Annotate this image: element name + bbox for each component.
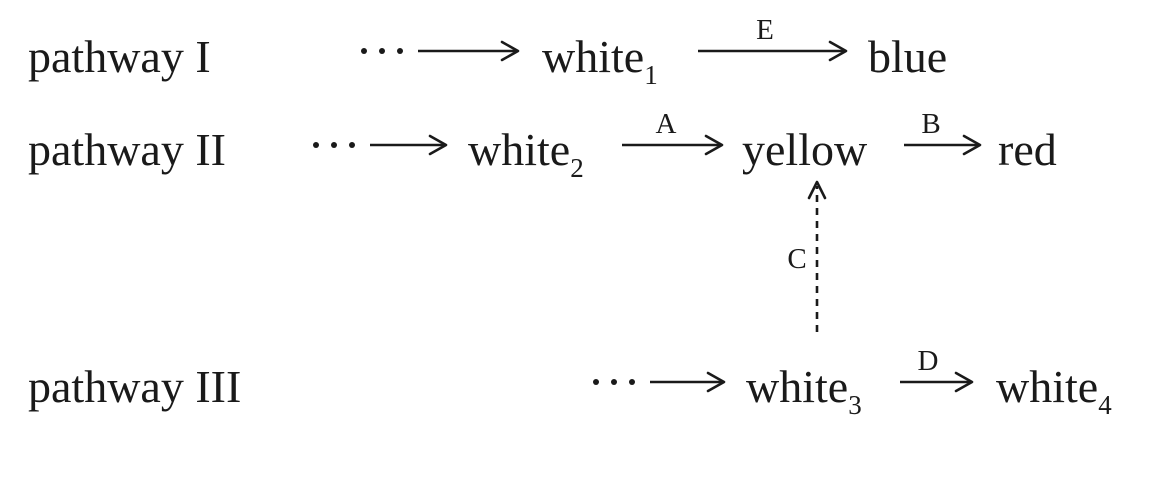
arrow-to-white2	[370, 134, 448, 156]
node-white1: white1	[542, 31, 658, 90]
enzyme-label-b: B	[921, 108, 940, 140]
arrow-a	[622, 134, 724, 156]
ellipsis-dot	[629, 379, 635, 385]
arrow-to-white1	[418, 40, 520, 62]
pathway-label-3: pathway III	[28, 361, 241, 412]
ellipsis-dot	[397, 48, 403, 54]
ellipsis-dot	[349, 142, 355, 148]
ellipsis-dot	[379, 48, 385, 54]
ellipsis-dot	[611, 379, 617, 385]
pathway-label-1: pathway I	[28, 31, 211, 82]
arrow-d	[900, 371, 974, 393]
enzyme-label-a: A	[656, 108, 677, 140]
arrow-e	[698, 40, 848, 62]
node-white2: white2	[468, 124, 584, 183]
enzyme-label-c: C	[787, 243, 806, 275]
node-white4: white4	[996, 361, 1112, 420]
ellipsis-1	[361, 48, 403, 54]
ellipsis-2	[313, 142, 355, 148]
node-blue: blue	[868, 31, 947, 82]
node-red: red	[998, 124, 1057, 175]
arrow-to-white3	[650, 371, 726, 393]
pathway-label-2: pathway II	[28, 124, 226, 175]
pathway-row-1: pathway I white1 E blue	[28, 14, 947, 90]
ellipsis-dot	[331, 142, 337, 148]
enzyme-label-d: D	[918, 345, 939, 377]
dashed-arrow-head	[807, 180, 827, 200]
node-yellow: yellow	[742, 124, 868, 175]
node-white3: white3	[746, 361, 862, 420]
pathway-row-3: pathway III white3 D white4	[28, 345, 1112, 420]
enzyme-label-e: E	[756, 14, 774, 46]
ellipsis-dot	[361, 48, 367, 54]
arrow-b	[904, 134, 982, 156]
ellipsis-dot	[593, 379, 599, 385]
cross-link-c: C	[787, 180, 827, 332]
ellipsis-3	[593, 379, 635, 385]
pathway-row-2: pathway II white2 A yellow B red	[28, 108, 1057, 183]
ellipsis-dot	[313, 142, 319, 148]
